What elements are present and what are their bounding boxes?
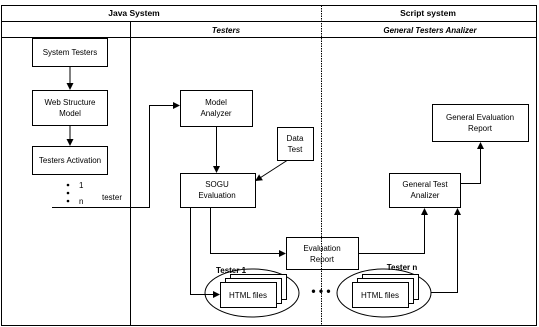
arrow-sogu-to-html-files bbox=[190, 207, 220, 298]
html-files-stack-n bbox=[352, 274, 419, 308]
arrow-tester-to-model-analyzer bbox=[52, 102, 180, 208]
system-testers-label: System Testers bbox=[43, 48, 98, 57]
evaluation-report-label-1: Evaluation bbox=[303, 244, 340, 253]
general-test-analizer-label-2: Analizer bbox=[411, 191, 440, 200]
web-structure-label-2: Model bbox=[59, 109, 81, 118]
tester-1-label: Tester 1 bbox=[216, 266, 247, 275]
ellipsis-separator: • • • bbox=[311, 284, 330, 298]
html-files-label-n: HTML files bbox=[361, 291, 399, 300]
data-test-box bbox=[277, 127, 314, 161]
tester-label: tester bbox=[102, 193, 122, 202]
arrow-data-test-to-sogu bbox=[255, 160, 288, 182]
list-item-n-label: n bbox=[79, 197, 83, 206]
general-evaluation-report-label-1: General Evaluation bbox=[446, 113, 514, 122]
general-test-analizer-label-1: General Test bbox=[402, 180, 448, 189]
tester-1-ellipse bbox=[204, 268, 300, 318]
sogu-evaluation-label-2: Evaluation bbox=[198, 191, 235, 200]
general-test-analizer-box bbox=[389, 173, 461, 208]
evaluation-report-label-2: Report bbox=[310, 255, 335, 264]
list-item-1-label: 1 bbox=[79, 181, 84, 190]
testers-activation-label: Testers Activation bbox=[39, 156, 101, 165]
model-analyzer-label-1: Model bbox=[205, 98, 227, 107]
general-evaluation-report-box bbox=[432, 104, 529, 142]
sogu-evaluation-label-1: SOGU bbox=[205, 180, 229, 189]
web-structure-model-box bbox=[32, 90, 108, 126]
list-bullet-2 bbox=[66, 191, 70, 195]
arrow-evaluation-report-to-analizer bbox=[358, 208, 428, 254]
outer-frame bbox=[1, 5, 537, 326]
testers-header: Testers bbox=[212, 26, 241, 35]
general-evaluation-report-label-2: Report bbox=[468, 124, 493, 133]
html-files-stack-1 bbox=[220, 274, 287, 308]
arrow-html-files-n-to-analizer bbox=[431, 208, 461, 293]
script-system-header: Script system bbox=[400, 8, 456, 18]
sogu-evaluation-box bbox=[180, 173, 256, 208]
web-structure-label-1: Web Structure bbox=[45, 98, 97, 107]
java-system-header: Java System bbox=[108, 8, 160, 18]
list-bullet-3 bbox=[66, 199, 70, 203]
tester-n-label: Tester n bbox=[387, 263, 418, 272]
data-test-label-1: Data bbox=[287, 134, 304, 143]
arrow-sogu-to-evaluation-report bbox=[210, 207, 286, 257]
testers-activation-box bbox=[32, 146, 108, 175]
list-bullet-1 bbox=[66, 183, 70, 187]
model-analyzer-label-2: Analyzer bbox=[200, 109, 231, 118]
arrow-analizer-to-general-report bbox=[460, 142, 484, 184]
data-test-label-2: Test bbox=[288, 145, 303, 154]
general-testers-analizer-header: General Testers Analizer bbox=[383, 26, 477, 35]
html-files-label-1: HTML files bbox=[229, 291, 267, 300]
evaluation-report-box bbox=[286, 237, 359, 270]
